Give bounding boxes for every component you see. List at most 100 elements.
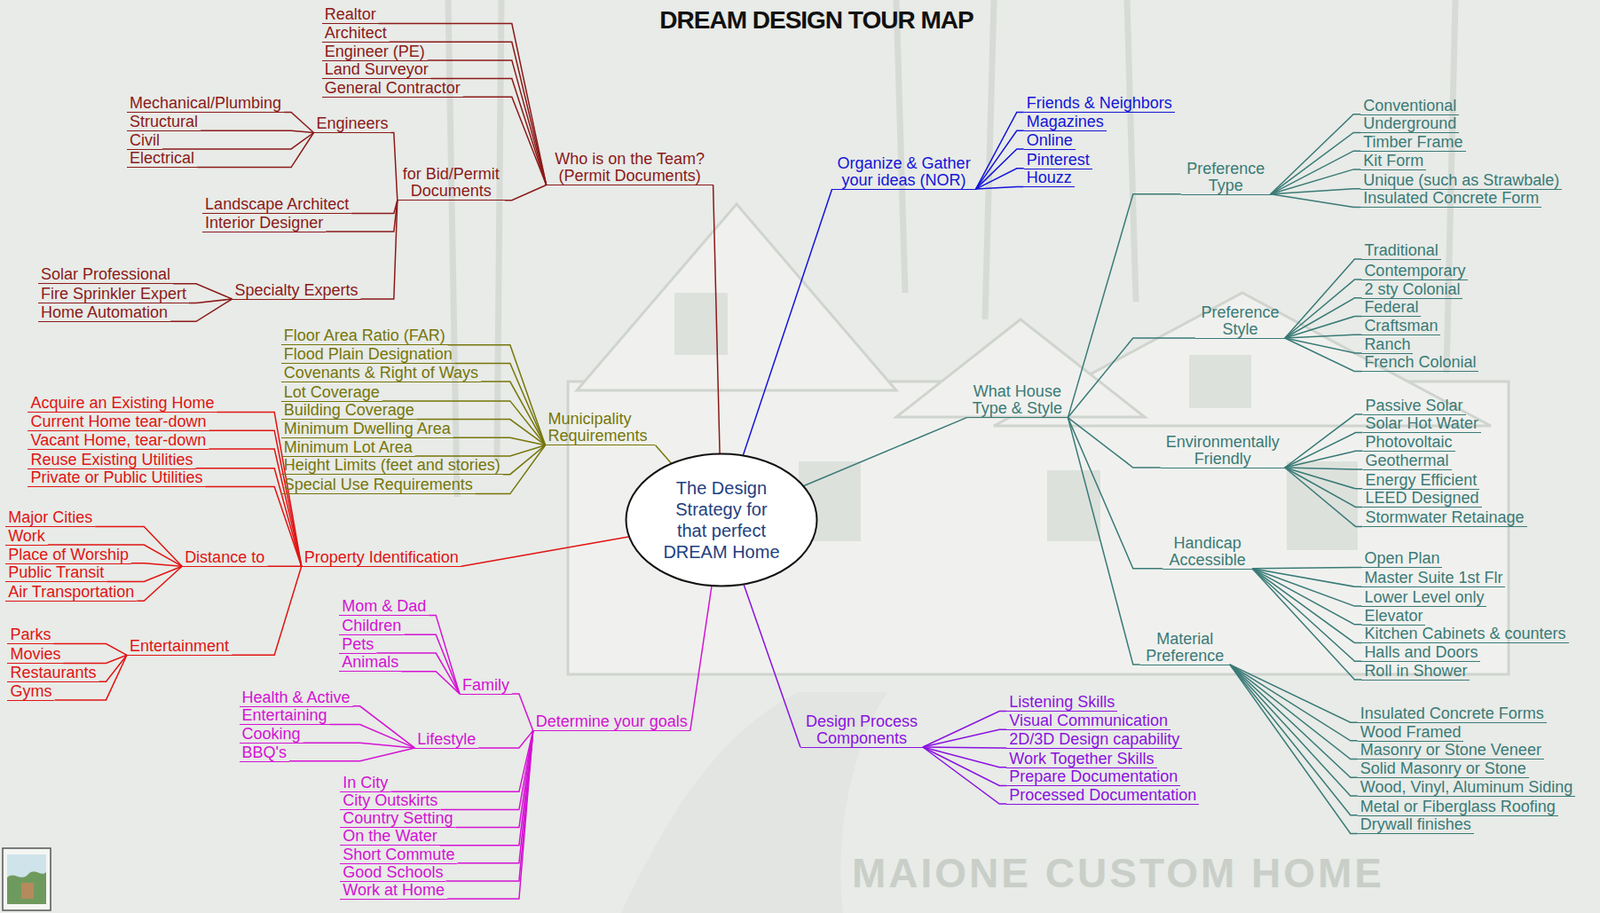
branch-node: BBQ's	[239, 744, 290, 763]
branch-text: Health & Active	[242, 689, 351, 707]
branch-text: French Colonial	[1363, 354, 1476, 371]
branch-line	[922, 747, 1007, 786]
branch-node: Magazines	[1024, 113, 1107, 132]
branch-line	[1067, 194, 1181, 418]
branch-node: Restaurants	[7, 664, 99, 683]
thumbnail-picture	[1, 847, 52, 912]
branch-line	[448, 345, 546, 446]
branch-line	[976, 187, 1025, 190]
branch-node: Special Use Requirements	[281, 476, 476, 495]
branch-line	[976, 168, 1025, 190]
branch-line	[54, 644, 128, 656]
branch-text: Pets	[341, 636, 374, 654]
branch-text: Friends & Neighbors	[1026, 94, 1173, 112]
branch-text: Wood Framed	[1360, 724, 1462, 741]
branch-node: Engineers	[313, 115, 391, 134]
branch-node: Kit Form	[1360, 152, 1427, 171]
branch-text: LEED Designed	[1365, 489, 1480, 507]
branch-line	[445, 730, 533, 882]
branch-text: General Contractor	[324, 79, 461, 97]
branch-text: Kit Form	[1363, 152, 1424, 170]
branch-node: Master Suite 1st Flr	[1361, 569, 1506, 588]
branch-line	[1229, 664, 1358, 741]
branch-text: Master Suite 1st Flr	[1363, 569, 1503, 587]
branch-text: Lifestyle	[417, 731, 476, 749]
branch-line	[1270, 169, 1361, 195]
branch-text: Major Cities	[7, 509, 93, 527]
branch-text: Entertaining	[242, 707, 328, 725]
branch-text: Short Commute	[342, 846, 455, 864]
branch-text: Acquire an Existing Home	[30, 394, 214, 412]
branch-line	[1270, 150, 1361, 195]
branch-node: Pinterest	[1024, 151, 1093, 170]
branch-text: Air Transportation	[7, 583, 134, 601]
branch-node: Stormwater Retainage	[1363, 509, 1528, 528]
branch-line	[1284, 298, 1363, 339]
branch-node: Floor Area Ratio (FAR)	[281, 327, 449, 346]
branch-node: French Colonial	[1361, 354, 1479, 372]
branch-node: Lower Level only	[1361, 589, 1487, 607]
branch-text: Stormwater Retainage	[1365, 509, 1525, 527]
branch-line	[480, 381, 545, 446]
branch-node: Visual Communication	[1006, 712, 1171, 731]
branch-line	[1270, 133, 1361, 195]
branch-text: Timber Frame	[1363, 133, 1463, 151]
branch-text: Place of Worship	[7, 546, 129, 564]
branch-text: Parks	[9, 626, 51, 644]
branch-node: General Contractor	[322, 79, 464, 98]
branch-node: Halls and Doors	[1361, 644, 1481, 663]
thumbnail-trees	[7, 871, 47, 905]
branch-text: Height Limits (feet and stories)	[283, 457, 501, 474]
branch-node: Energy Efficient	[1363, 472, 1481, 490]
branch-node: Minimum Dwelling Area	[281, 420, 454, 439]
branch-node: What House Type & Style	[966, 383, 1068, 418]
branch-line	[922, 747, 1007, 804]
branch-node: City Outskirts	[339, 792, 441, 811]
branch-text: Cooking	[242, 725, 301, 743]
branch-text: Fire Sprinkler Expert	[40, 285, 187, 303]
branch-text: Elevator	[1363, 607, 1423, 625]
branch-line	[1252, 567, 1362, 568]
branch-text: Design Process Components	[803, 713, 921, 748]
branch-text: Material Preference	[1142, 630, 1228, 665]
branch-node: Municipality Requirements	[544, 410, 655, 446]
branch-line	[713, 185, 721, 455]
branch-text: Passive Solar	[1365, 397, 1464, 415]
branch-text: Restaurants	[9, 664, 96, 682]
branch-text: Metal or Fiberglass Roofing	[1360, 798, 1556, 816]
branch-text: Covenants & Right of Ways	[283, 364, 479, 382]
branch-line	[690, 586, 712, 731]
branch-text: Masonry or Stone Veneer	[1360, 741, 1542, 759]
branch-node: Land Surveyor	[322, 61, 432, 79]
branch-node: Handicap Accessible	[1162, 535, 1253, 570]
branch-text: Houzz	[1026, 169, 1072, 187]
branch-text: Magazines	[1026, 113, 1104, 131]
branch-node: Insulated Concrete Form	[1360, 189, 1542, 208]
branch-line	[1270, 114, 1361, 195]
branch-line	[1067, 338, 1196, 418]
branch-line	[1067, 417, 1160, 468]
branch-node: Underground	[1360, 115, 1459, 134]
branch-node: Covenants & Right of Ways	[281, 364, 481, 383]
branch-text: What House Type & Style	[969, 383, 1065, 418]
branch-line	[803, 417, 967, 487]
branch-node: Wood Framed	[1357, 724, 1465, 742]
thumbnail-frame	[2, 848, 51, 911]
branch-text: Determine your goals	[535, 713, 688, 731]
branch-node: Elevator	[1361, 607, 1426, 626]
branch-text: In City	[342, 774, 388, 792]
branch-node: Prepare Documentation	[1006, 768, 1181, 787]
branch-line	[1270, 189, 1361, 195]
branch-text: Wood, Vinyl, Aluminum Siding	[1360, 779, 1573, 797]
branch-node: Lifestyle	[414, 731, 479, 749]
branch-node: Unique (such as Strawbale)	[1360, 172, 1562, 190]
branch-text: Building Coverage	[283, 401, 415, 419]
branch-node: 2D/3D Design capability	[1006, 731, 1183, 749]
branch-text: Family	[462, 677, 510, 694]
branch-line	[303, 742, 416, 749]
branch-text: Good Schools	[342, 864, 443, 882]
branch-node: Roll in Shower	[1361, 662, 1470, 681]
branch-line	[478, 730, 533, 749]
branch-text: Movies	[9, 646, 61, 663]
branch-node: Parks	[7, 626, 54, 645]
